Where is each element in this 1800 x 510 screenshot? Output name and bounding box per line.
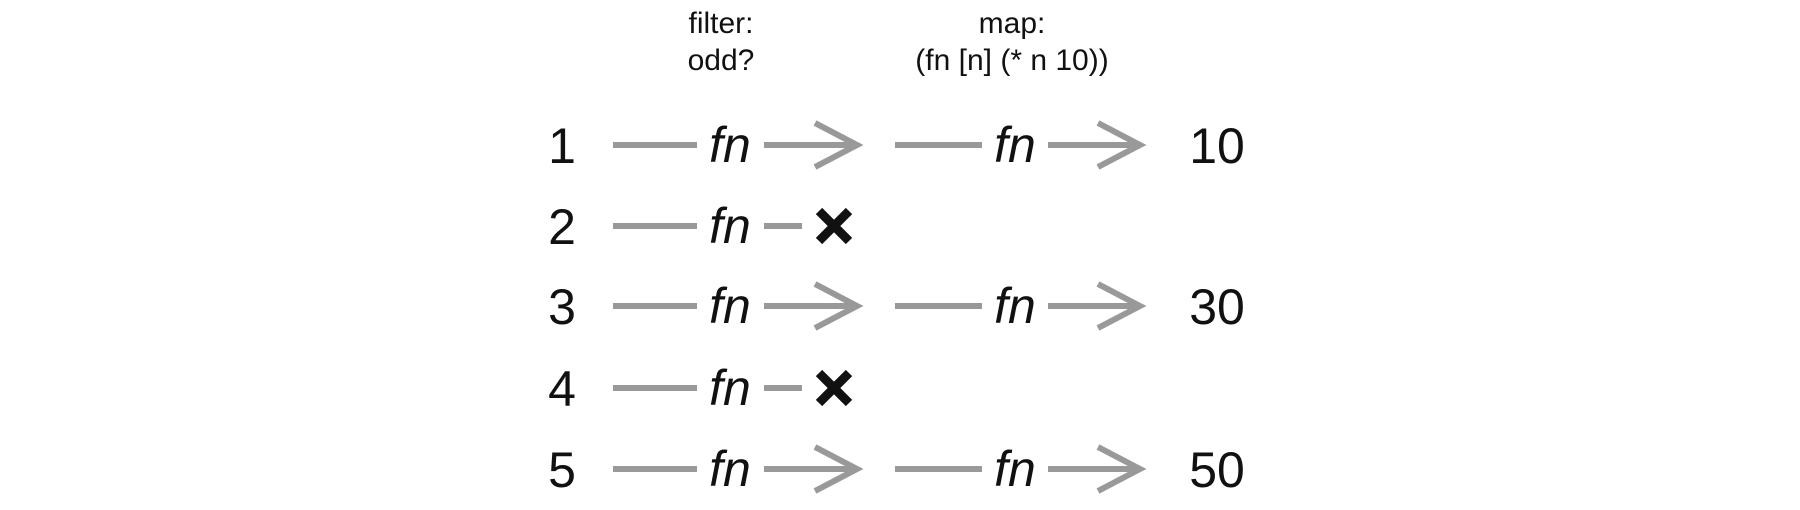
filter-output-arrow (764, 444, 864, 494)
input-value: 1 (548, 118, 576, 174)
map-output-arrow (1048, 120, 1147, 170)
map-header-line2: (fn [n] (* n 10)) (915, 44, 1108, 77)
filter-output-arrow (764, 281, 864, 331)
input-value: 5 (548, 442, 576, 498)
output-value: 50 (1189, 442, 1245, 498)
map-output-arrow (1048, 444, 1147, 494)
input-value: 4 (548, 361, 576, 417)
filter-output-arrow-head (813, 444, 864, 494)
pipeline-row: 4 fn (548, 360, 853, 417)
input-value: 3 (548, 279, 576, 335)
pipeline-row: 5 fn fn 50 (548, 441, 1245, 498)
filter-header-line2: odd? (688, 44, 755, 77)
map-header: map: (fn [n] (* n 10)) (915, 7, 1108, 77)
pipeline-row: 2 fn (548, 198, 853, 255)
reject-x-stroke (815, 207, 853, 245)
map-output-arrow-head (1096, 444, 1147, 494)
map-fn-label: fn (994, 278, 1036, 334)
map-fn-label: fn (994, 117, 1036, 173)
pipeline-rows: 1 fn fn 10 2 fn 3 fn fn 30 4 fn 5 fn fn 50 (548, 117, 1245, 498)
reject-x-icon (815, 369, 853, 407)
output-value: 30 (1189, 279, 1245, 335)
filter-header: filter: odd? (688, 7, 755, 77)
input-value: 2 (548, 199, 576, 255)
map-output-arrow-head (1096, 120, 1147, 170)
filter-header-line1: filter: (688, 7, 753, 40)
filter-output-arrow-head (813, 120, 864, 170)
map-output-arrow-head (1096, 281, 1147, 331)
filter-fn-label: fn (709, 441, 751, 497)
output-value: 10 (1189, 118, 1245, 174)
filter-fn-label: fn (709, 117, 751, 173)
reject-x-stroke (815, 369, 853, 407)
pipeline-row: 3 fn fn 30 (548, 278, 1245, 335)
map-header-line1: map: (979, 7, 1046, 40)
reject-x-icon (815, 207, 853, 245)
map-output-arrow (1048, 281, 1147, 331)
pipeline-row: 1 fn fn 10 (548, 117, 1245, 174)
filter-output-arrow-head (813, 281, 864, 331)
map-fn-label: fn (994, 441, 1036, 497)
filter-fn-label: fn (709, 198, 751, 254)
filter-fn-label: fn (709, 278, 751, 334)
filter-fn-label: fn (709, 360, 751, 416)
filter-output-arrow (764, 120, 864, 170)
